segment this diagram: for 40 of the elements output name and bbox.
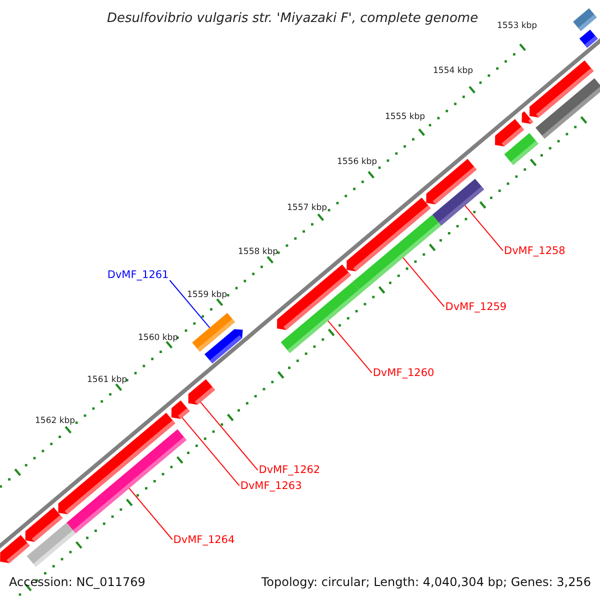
gene-label: DvMF_1258	[504, 244, 566, 258]
gene-block	[188, 379, 215, 405]
tick-label: 1560 kbp	[138, 333, 178, 344]
info-text: Accession: NC_011769	[9, 574, 146, 591]
tick-label: 1555 kbp	[385, 112, 426, 123]
gene-block	[25, 507, 63, 542]
leader-line	[200, 402, 258, 471]
gene-bar	[573, 8, 597, 31]
gene-block	[204, 329, 243, 364]
gene-block	[171, 400, 190, 419]
gene-label: DvMF_1264	[173, 532, 235, 546]
gene-block	[0, 535, 30, 564]
title: Desulfovibrio vulgaris str. 'Miyazaki F', complete genome	[107, 10, 478, 28]
leader-line	[169, 280, 210, 328]
leader-line	[402, 257, 445, 308]
gene-block	[346, 198, 431, 272]
gene-block	[277, 264, 352, 330]
gene-block	[530, 60, 594, 118]
leader-line	[328, 320, 372, 374]
gene-label: DvMF_1263	[240, 478, 302, 493]
gene-bar	[504, 133, 538, 165]
tick-label: 1553 kbp	[497, 21, 538, 32]
tick-label: 1556 kbp	[337, 157, 378, 168]
gene-block	[426, 158, 477, 204]
gene-label: DvMF_1261	[107, 268, 169, 282]
leader-line	[464, 205, 504, 252]
tick-label: 1558 kbp	[238, 247, 278, 258]
info-text: Topology: circular; Length: 4,040,304 bp; Genes: 3,256	[261, 574, 591, 591]
tick-label: 1562 kbp	[35, 416, 76, 427]
gene-label: DvMF_1260	[372, 366, 434, 380]
leader-line	[128, 488, 173, 540]
tick-label: 1554 kbp	[433, 66, 474, 77]
tick-label: 1559 kbp	[187, 290, 228, 301]
gene-bar	[66, 429, 186, 534]
tick-label: 1557 kbp	[287, 203, 328, 214]
gene-label: DvMF_1259	[445, 300, 507, 314]
gene-bar	[579, 30, 598, 48]
gene-label: DvMF_1262	[258, 463, 320, 478]
leader-line	[182, 417, 240, 486]
tick-label: 1561 kbp	[87, 375, 128, 386]
